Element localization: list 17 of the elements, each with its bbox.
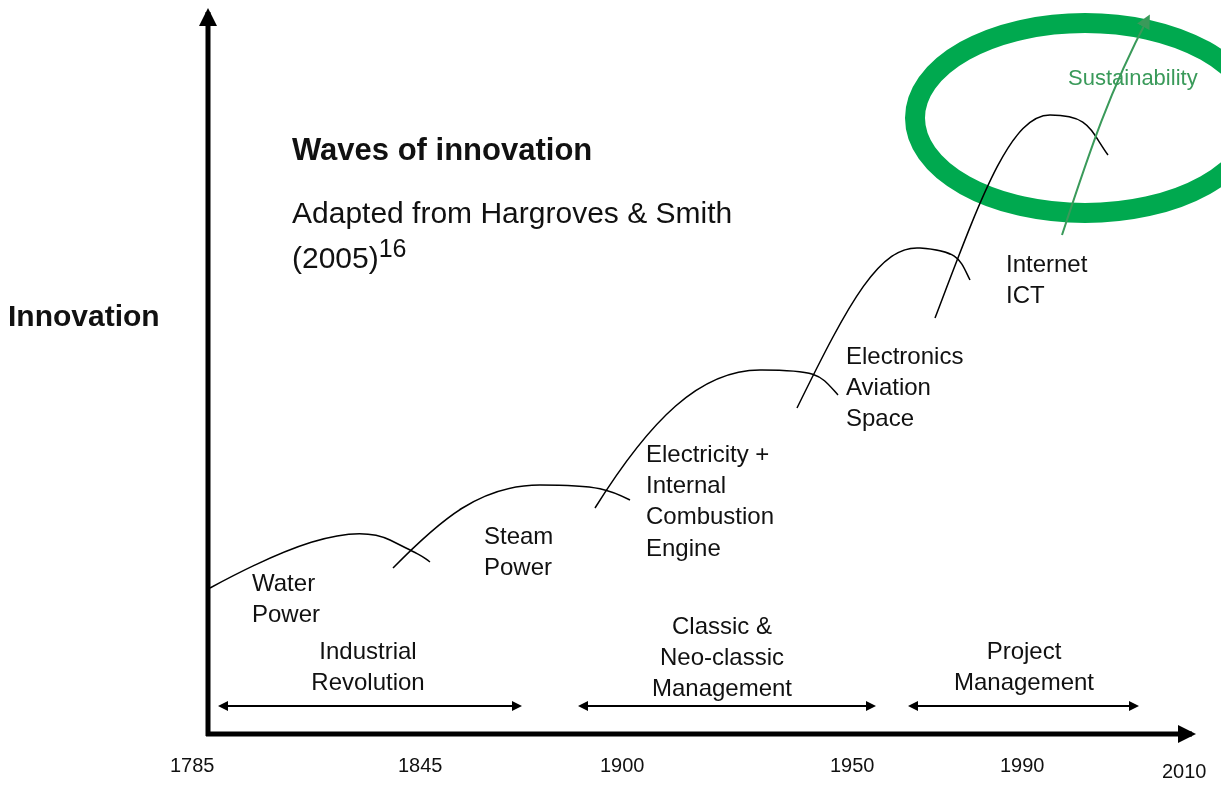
year-label: 1900: [600, 753, 645, 778]
era-label: Project Management: [952, 636, 1096, 698]
wave-label: Internet ICT: [1006, 249, 1089, 311]
source-note: Adapted from Hargroves & Smith (2005)$^{16}$: [292, 195, 734, 276]
era-label: Classic & Neo-classic Management: [650, 611, 794, 704]
axis-label: Innovation: [8, 298, 160, 334]
era-label: Industrial Revolution: [310, 636, 426, 698]
year-label: 2010: [1162, 759, 1207, 784]
wave-label: Electricity + Internal Combustion Engine: [646, 439, 776, 563]
year-label: 1990: [1000, 753, 1045, 778]
year-label: 1845: [398, 753, 443, 778]
chart-title: Waves of innovation: [292, 131, 593, 169]
wave-label: Electronics Aviation Space: [846, 341, 965, 434]
year-label: 1950: [830, 753, 875, 778]
year-label: 1785: [170, 753, 215, 778]
wave-label: Water Power: [252, 568, 322, 630]
wave-label: Steam Power: [484, 521, 555, 583]
